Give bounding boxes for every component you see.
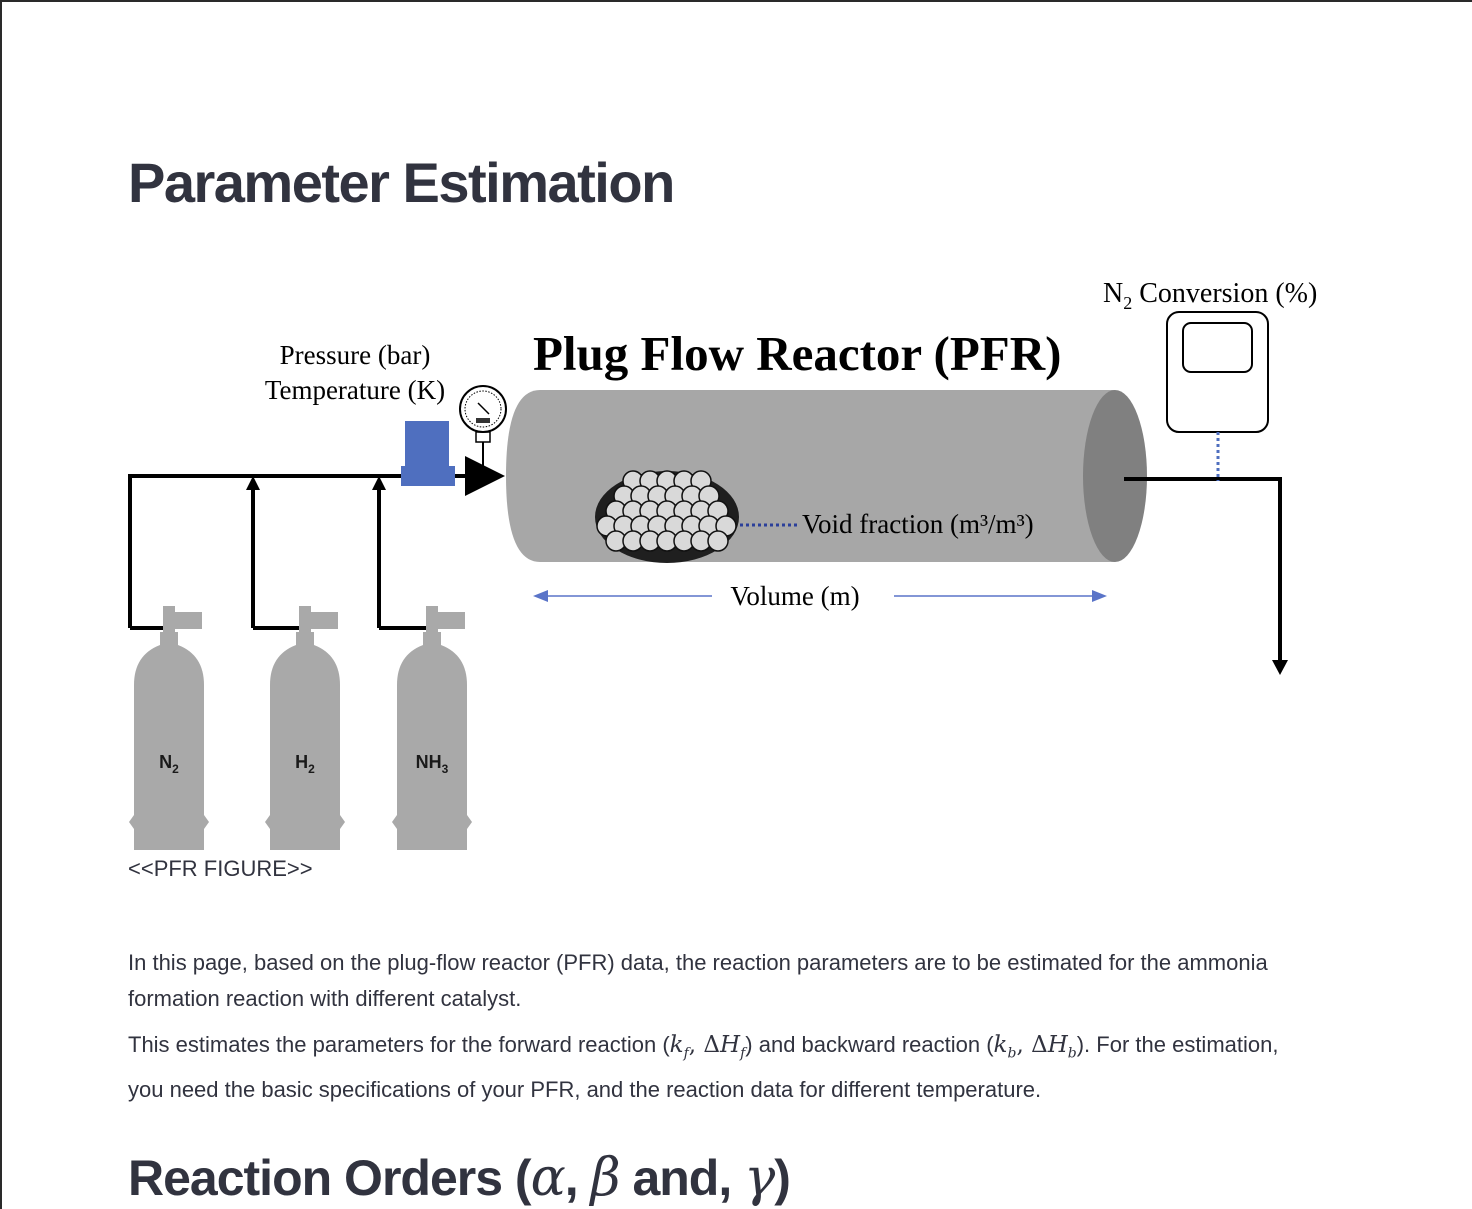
catalyst-pellet xyxy=(707,530,729,552)
page-title: Parameter Estimation xyxy=(128,151,675,214)
pfr-diagram: N2 H2 NH3 Void fraction (m³/m³) xyxy=(128,278,1317,850)
paragraph-text: This estimates the parameters for the fo… xyxy=(128,1032,670,1057)
feed-piping xyxy=(128,456,505,630)
figure-caption: <<PFR FIGURE>> xyxy=(128,856,313,881)
backward-params-math: kb, ΔHb xyxy=(993,1032,1077,1062)
pressure-label: Pressure (bar) xyxy=(280,340,431,370)
conversion-analyzer xyxy=(1166,311,1269,481)
gas-cylinder-h2: H2 xyxy=(265,606,345,850)
estimation-paragraph: This estimates the parameters for the fo… xyxy=(128,1032,1279,1102)
conversion-label: N2 Conversion (%) xyxy=(1103,278,1317,313)
junction-arrow-nh3 xyxy=(372,476,386,490)
catalyst-bed xyxy=(595,470,739,563)
volume-label: Volume (m) xyxy=(730,581,859,611)
intro-paragraph: In this page, based on the plug-flow rea… xyxy=(128,950,1268,1011)
outlet-piping xyxy=(1124,477,1282,664)
pressure-temperature-controller xyxy=(401,421,455,486)
section-title-reaction-orders: Reaction Orders (α, β and, γ) xyxy=(128,1148,791,1208)
gas-cylinder-nh3: NH3 xyxy=(392,606,472,850)
void-fraction-label: Void fraction (m³/m³) xyxy=(802,509,1034,539)
reactor-title: Plug Flow Reactor (PFR) xyxy=(533,326,1061,381)
forward-params-math: kf, ΔHf xyxy=(669,1032,746,1062)
outlet-arrow xyxy=(1272,660,1288,675)
junction-arrow-h2 xyxy=(246,476,260,490)
pressure-gauge-icon xyxy=(459,385,507,476)
temperature-label: Temperature (K) xyxy=(265,375,445,405)
gas-cylinder-n2: N2 xyxy=(129,606,209,850)
